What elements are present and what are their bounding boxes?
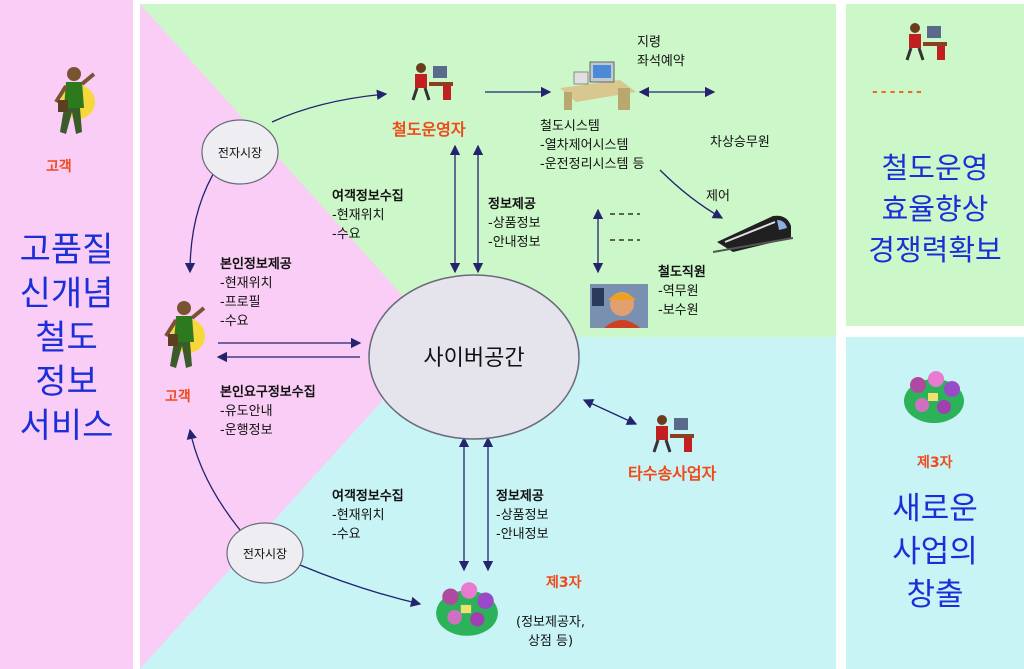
rail-staff-item: -보수원 [658,302,699,318]
left-title-line: 정보 [35,362,98,402]
self-info-provide: 본인정보제공 -현재위치 -프로필 -수요 [220,256,292,331]
cyberspace-label: 사이버공간 [423,346,525,371]
info-provide-item: -상품정보 [488,215,541,231]
train-icon [713,215,793,253]
passenger-collect-title: 여객정보수집 [332,189,404,204]
passenger-collect-bottom: 여객정보수집 -현재위치 -수요 [332,488,404,545]
left-title-line: 서비스 [19,406,114,446]
info-provide-item: -안내정보 [496,526,549,542]
self-info-provide-item: -현재위치 [220,275,273,291]
right-top-title: 철도운영 효율향상 경쟁력확보 [846,148,1024,271]
center-customer-label: 고객 [165,389,191,405]
person-computer-icon [652,415,694,453]
onboard-staff-label: 차상승무원 [710,135,770,150]
passenger-collect-item: -현재위치 [332,207,385,223]
reservation-label: 좌석예약 [637,54,685,69]
rail-system-block: 철도시스템 -열차제어시스템 -운전정리시스템 등 [540,118,645,175]
self-info-provide-item: -프로필 [220,294,261,310]
right-third-party-label: 제3자 [917,455,953,471]
rail-staff-title: 철도직원 [658,265,706,280]
rail-system-item: -운전정리시스템 등 [540,156,645,172]
ecommerce-top-label: 전자시장 [217,146,263,160]
left-customer-label: 고객 [46,159,72,175]
worker-photo-icon [590,284,648,328]
right-bottom-title-line: 사업의 [892,534,978,570]
dash-line: ------ [872,84,925,100]
rail-system-title: 철도시스템 [540,119,600,134]
info-provide-title: 정보제공 [496,489,544,504]
right-top-panel [846,4,1024,326]
info-provide-title: 정보제공 [488,197,536,212]
info-provide-item: -안내정보 [488,234,541,250]
person-computer-icon [411,63,453,101]
person-running-icon [54,67,96,134]
person-running-icon [164,301,206,368]
passenger-collect-item: -수요 [332,526,361,542]
passenger-collect-top: 여객정보수집 -현재위치 -수요 [332,188,404,245]
ecommerce-bottom-label: 전자시장 [242,547,288,561]
passenger-collect-title: 여객정보수집 [332,489,404,504]
third-party-label: 제3자 [546,575,582,591]
third-party-note-line: 상점 등) [527,633,574,649]
workstation-icon [560,61,636,110]
self-request-title: 본인요구정보수집 [220,385,316,400]
self-info-provide-title: 본인정보제공 [220,257,292,272]
self-request-item: -유도안내 [220,403,273,419]
left-panel-title: 고품질 신개념 철도 정보 서비스 [0,228,133,448]
rail-staff-block: 철도직원 -역무원 -보수원 [658,264,706,321]
third-party-note: (정보제공자, 상점 등) [516,614,585,652]
right-bottom-title-line: 창출 [906,577,964,613]
right-bottom-title-line: 새로운 [892,491,978,527]
rail-operator-label: 철도운영자 [392,120,466,139]
info-provide-bottom: 정보제공 -상품정보 -안내정보 [496,488,549,545]
left-title-line: 신개념 [19,274,114,314]
passenger-collect-item: -현재위치 [332,507,385,523]
other-transport-label: 타수송사업자 [628,464,717,483]
right-top-title-line: 철도운영 [881,151,989,185]
control-label: 제어 [706,189,730,204]
self-request-collect: 본인요구정보수집 -유도안내 -운행정보 [220,384,316,441]
right-bottom-title: 새로운 사업의 창출 [846,488,1024,617]
passenger-collect-item: -수요 [332,226,361,242]
info-provide-top: 정보제공 -상품정보 -안내정보 [488,196,541,253]
third-party-note-line: (정보제공자, [516,615,586,630]
rail-system-item: -열차제어시스템 [540,137,629,153]
self-request-item: -운행정보 [220,422,273,438]
left-title-line: 철도 [35,318,98,358]
person-computer-icon [905,23,947,61]
right-top-title-line: 경쟁력확보 [868,233,1002,267]
info-provide-item: -상품정보 [496,507,549,523]
left-title-line: 고품질 [19,230,114,270]
group-people-icon [904,371,964,423]
self-info-provide-item: -수요 [220,313,249,329]
command-label: 지령 [637,35,661,50]
rail-staff-item: -역무원 [658,283,699,299]
group-people-icon [436,582,498,636]
right-top-title-line: 효율향상 [881,192,989,226]
